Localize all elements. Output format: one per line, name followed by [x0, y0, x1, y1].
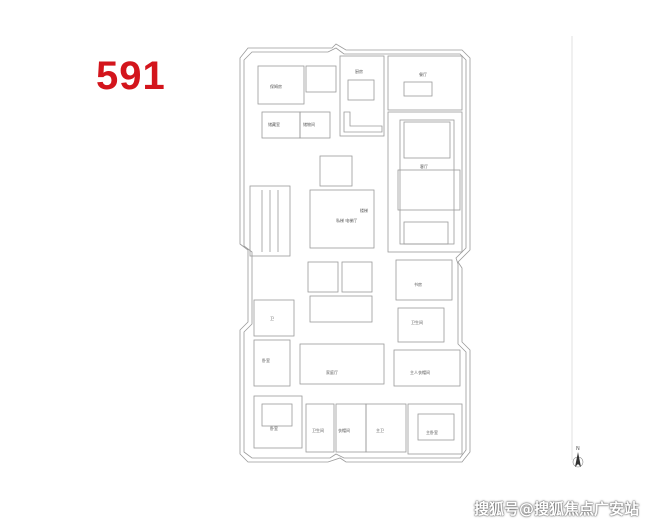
exterior-wall	[239, 43, 471, 463]
living-sofa	[403, 121, 451, 159]
room-master	[407, 403, 463, 455]
label-maid: 保姆房	[270, 83, 282, 89]
room-maid	[257, 65, 305, 105]
label-kitchen: 厨房	[355, 68, 363, 74]
core-elevator-2	[307, 261, 339, 293]
room-service	[305, 65, 337, 93]
exterior-wall-inner	[243, 47, 467, 459]
label-living: 客厅	[420, 163, 428, 169]
stair-shaft	[249, 185, 291, 257]
kitchen-island	[347, 79, 375, 101]
label-stair: 楼梯	[360, 207, 368, 213]
label-dining: 餐厅	[419, 71, 427, 77]
room-living	[387, 111, 463, 253]
room-lounge	[299, 343, 385, 385]
label-guest-2: 卧室	[262, 357, 270, 363]
label-bath-b: 卫生间	[312, 427, 324, 433]
label-bath-c: 卫	[270, 316, 274, 321]
room-wardrobe-b	[393, 349, 461, 387]
core-lift-hall	[309, 189, 375, 249]
room-study	[395, 259, 453, 301]
living-sofa-2	[397, 169, 461, 211]
unit-number-label: 591	[96, 54, 166, 98]
north-compass: N	[572, 446, 584, 468]
label-bath-a: 卫生间	[411, 319, 423, 325]
room-bath-a	[397, 307, 445, 343]
room-guest-2	[253, 339, 291, 387]
room-bath-c	[253, 299, 295, 337]
room-guest-1	[253, 395, 303, 449]
bed-master	[417, 413, 455, 441]
label-master: 主卧室	[426, 429, 438, 435]
dining-table	[403, 81, 433, 97]
bed-guest-1	[261, 403, 293, 427]
room-storage-b	[299, 111, 331, 139]
label-closet: 衣帽间	[338, 427, 350, 433]
kitchen-counter	[343, 111, 383, 133]
core-elevator-1	[319, 155, 353, 187]
north-label: N	[576, 446, 580, 452]
watermark: 搜狐号@搜狐焦点广安站	[474, 500, 640, 518]
core-elevator-3	[341, 261, 373, 293]
living-rug	[399, 119, 455, 245]
label-storage-a: 储藏室	[268, 121, 280, 127]
label-guest-1: 卧室	[270, 425, 278, 431]
room-kitchen	[339, 55, 385, 137]
room-bath-b	[305, 403, 335, 453]
core-closet	[309, 295, 373, 323]
label-storage-b: 储物间	[303, 121, 315, 127]
label-lift-hall: 私梯 电梯厅	[336, 217, 357, 223]
label-bath-master: 主卫	[376, 427, 384, 433]
north-arrow-icon	[575, 452, 581, 467]
label-study: 书房	[414, 281, 422, 287]
room-bath-master	[365, 403, 407, 453]
room-dining	[387, 55, 463, 111]
label-lounge: 家庭厅	[326, 369, 338, 375]
living-sofa-3	[403, 221, 449, 245]
label-wardrobe-b: 主人衣帽间	[410, 369, 430, 375]
